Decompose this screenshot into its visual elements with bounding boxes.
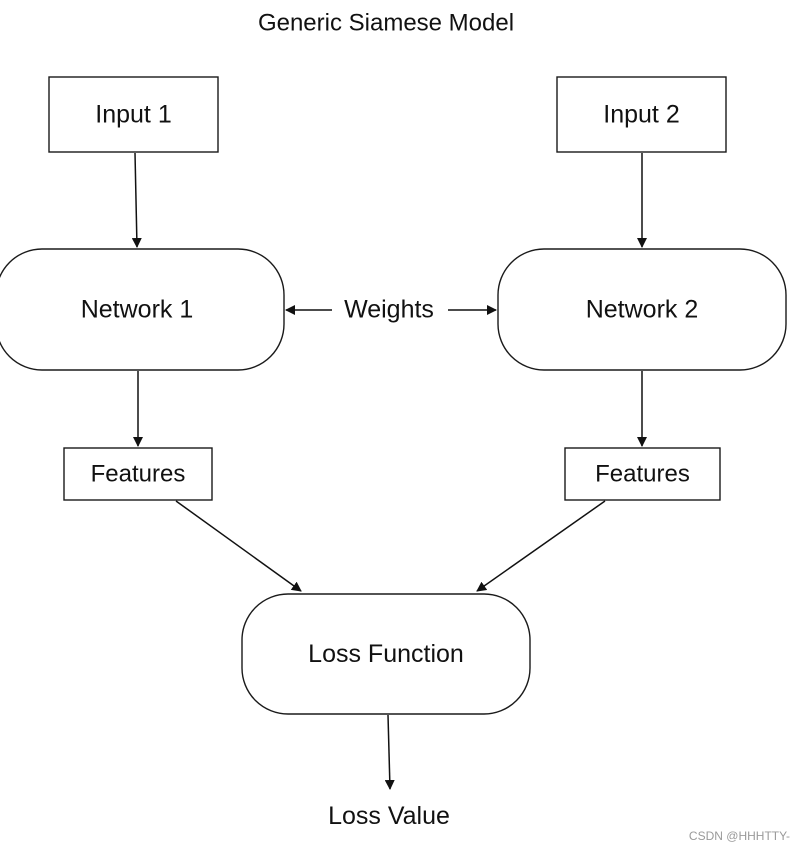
- network-2-label: Network 2: [586, 296, 699, 324]
- input-1-label: Input 1: [95, 101, 171, 129]
- diagram-title: Generic Siamese Model: [258, 10, 514, 37]
- loss-value-label: Loss Value: [328, 802, 450, 830]
- features-1-node: Features: [63, 447, 213, 501]
- weights-label: Weights: [344, 296, 434, 324]
- network-1-node: Network 1: [0, 248, 285, 371]
- input-2-label: Input 2: [603, 101, 679, 129]
- input-1-node: Input 1: [48, 76, 219, 153]
- arrow-input1-to-network1: [131, 152, 142, 248]
- features-2-node: Features: [564, 447, 721, 501]
- input-2-node: Input 2: [556, 76, 727, 153]
- loss-function-label: Loss Function: [308, 640, 464, 668]
- network-2-node: Network 2: [497, 248, 787, 371]
- network-1-label: Network 1: [81, 296, 194, 324]
- arrow-features2-to-loss-function: [476, 500, 606, 592]
- arrow-features1-to-loss-function: [175, 500, 302, 592]
- features-2-label: Features: [595, 461, 690, 488]
- features-1-label: Features: [91, 461, 186, 488]
- watermark: CSDN @HHHTTY-: [689, 829, 790, 843]
- loss-function-node: Loss Function: [241, 593, 531, 715]
- arrow-loss-function-to-loss-value: [384, 714, 395, 790]
